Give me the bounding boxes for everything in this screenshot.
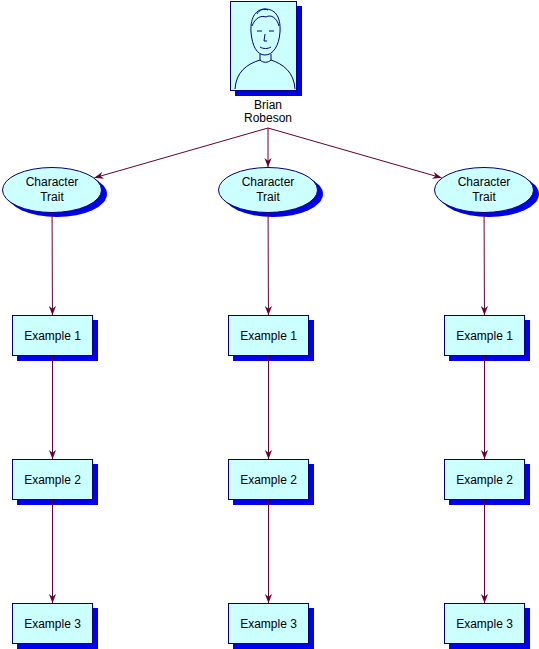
- shoulders: [235, 60, 295, 89]
- example-box: Example 3: [228, 603, 309, 644]
- example-label: Example 1: [456, 329, 513, 343]
- connector-arrow: [484, 213, 485, 315]
- neck: [260, 54, 271, 60]
- nose-mouth: [260, 34, 271, 49]
- connector-arrow: [268, 128, 442, 178]
- connector-arrow: [484, 500, 485, 603]
- example-label: Example 2: [456, 473, 513, 487]
- ellipse-fill: [3, 168, 102, 213]
- example-box: Example 2: [444, 459, 525, 500]
- example-label: Example 1: [240, 329, 297, 343]
- ellipse-fill: [219, 168, 318, 213]
- portrait-frame: [230, 1, 297, 91]
- example-label: Example 2: [24, 473, 81, 487]
- connector-arrow: [268, 356, 269, 459]
- example-label: Example 3: [24, 617, 81, 631]
- example-label: Example 2: [240, 473, 297, 487]
- trait-label: Character Trait: [236, 175, 300, 205]
- ellipse-fill: [435, 168, 534, 213]
- example-box: Example 2: [228, 459, 309, 500]
- character-portrait: Brian Robeson: [228, 0, 308, 128]
- trait-label: Character Trait: [452, 175, 516, 205]
- trait-ellipse: Character Trait: [434, 167, 534, 213]
- example-box: Example 3: [12, 603, 93, 644]
- connector-arrow: [484, 356, 485, 459]
- example-label: Example 3: [456, 617, 513, 631]
- hair-line: [252, 9, 279, 26]
- example-box: Example 1: [228, 315, 309, 356]
- example-box: Example 1: [444, 315, 525, 356]
- character-name: Brian Robeson: [238, 99, 298, 125]
- connector-arrow: [268, 128, 269, 167]
- eyes: [257, 31, 274, 32]
- connector-arrow: [52, 213, 53, 315]
- connector-arrow: [268, 213, 269, 315]
- face-outline: [251, 9, 280, 55]
- example-box: Example 1: [12, 315, 93, 356]
- example-box: Example 3: [444, 603, 525, 644]
- trait-ellipse: Character Trait: [218, 167, 318, 213]
- connector-arrow: [94, 128, 268, 178]
- connector-arrow: [268, 500, 269, 603]
- connector-arrow: [52, 500, 53, 603]
- example-box: Example 2: [12, 459, 93, 500]
- connector-arrow: [52, 356, 53, 459]
- portrait-illustration: [231, 2, 296, 90]
- example-label: Example 3: [240, 617, 297, 631]
- trait-ellipse: Character Trait: [2, 167, 102, 213]
- example-label: Example 1: [24, 329, 81, 343]
- trait-label: Character Trait: [20, 175, 84, 205]
